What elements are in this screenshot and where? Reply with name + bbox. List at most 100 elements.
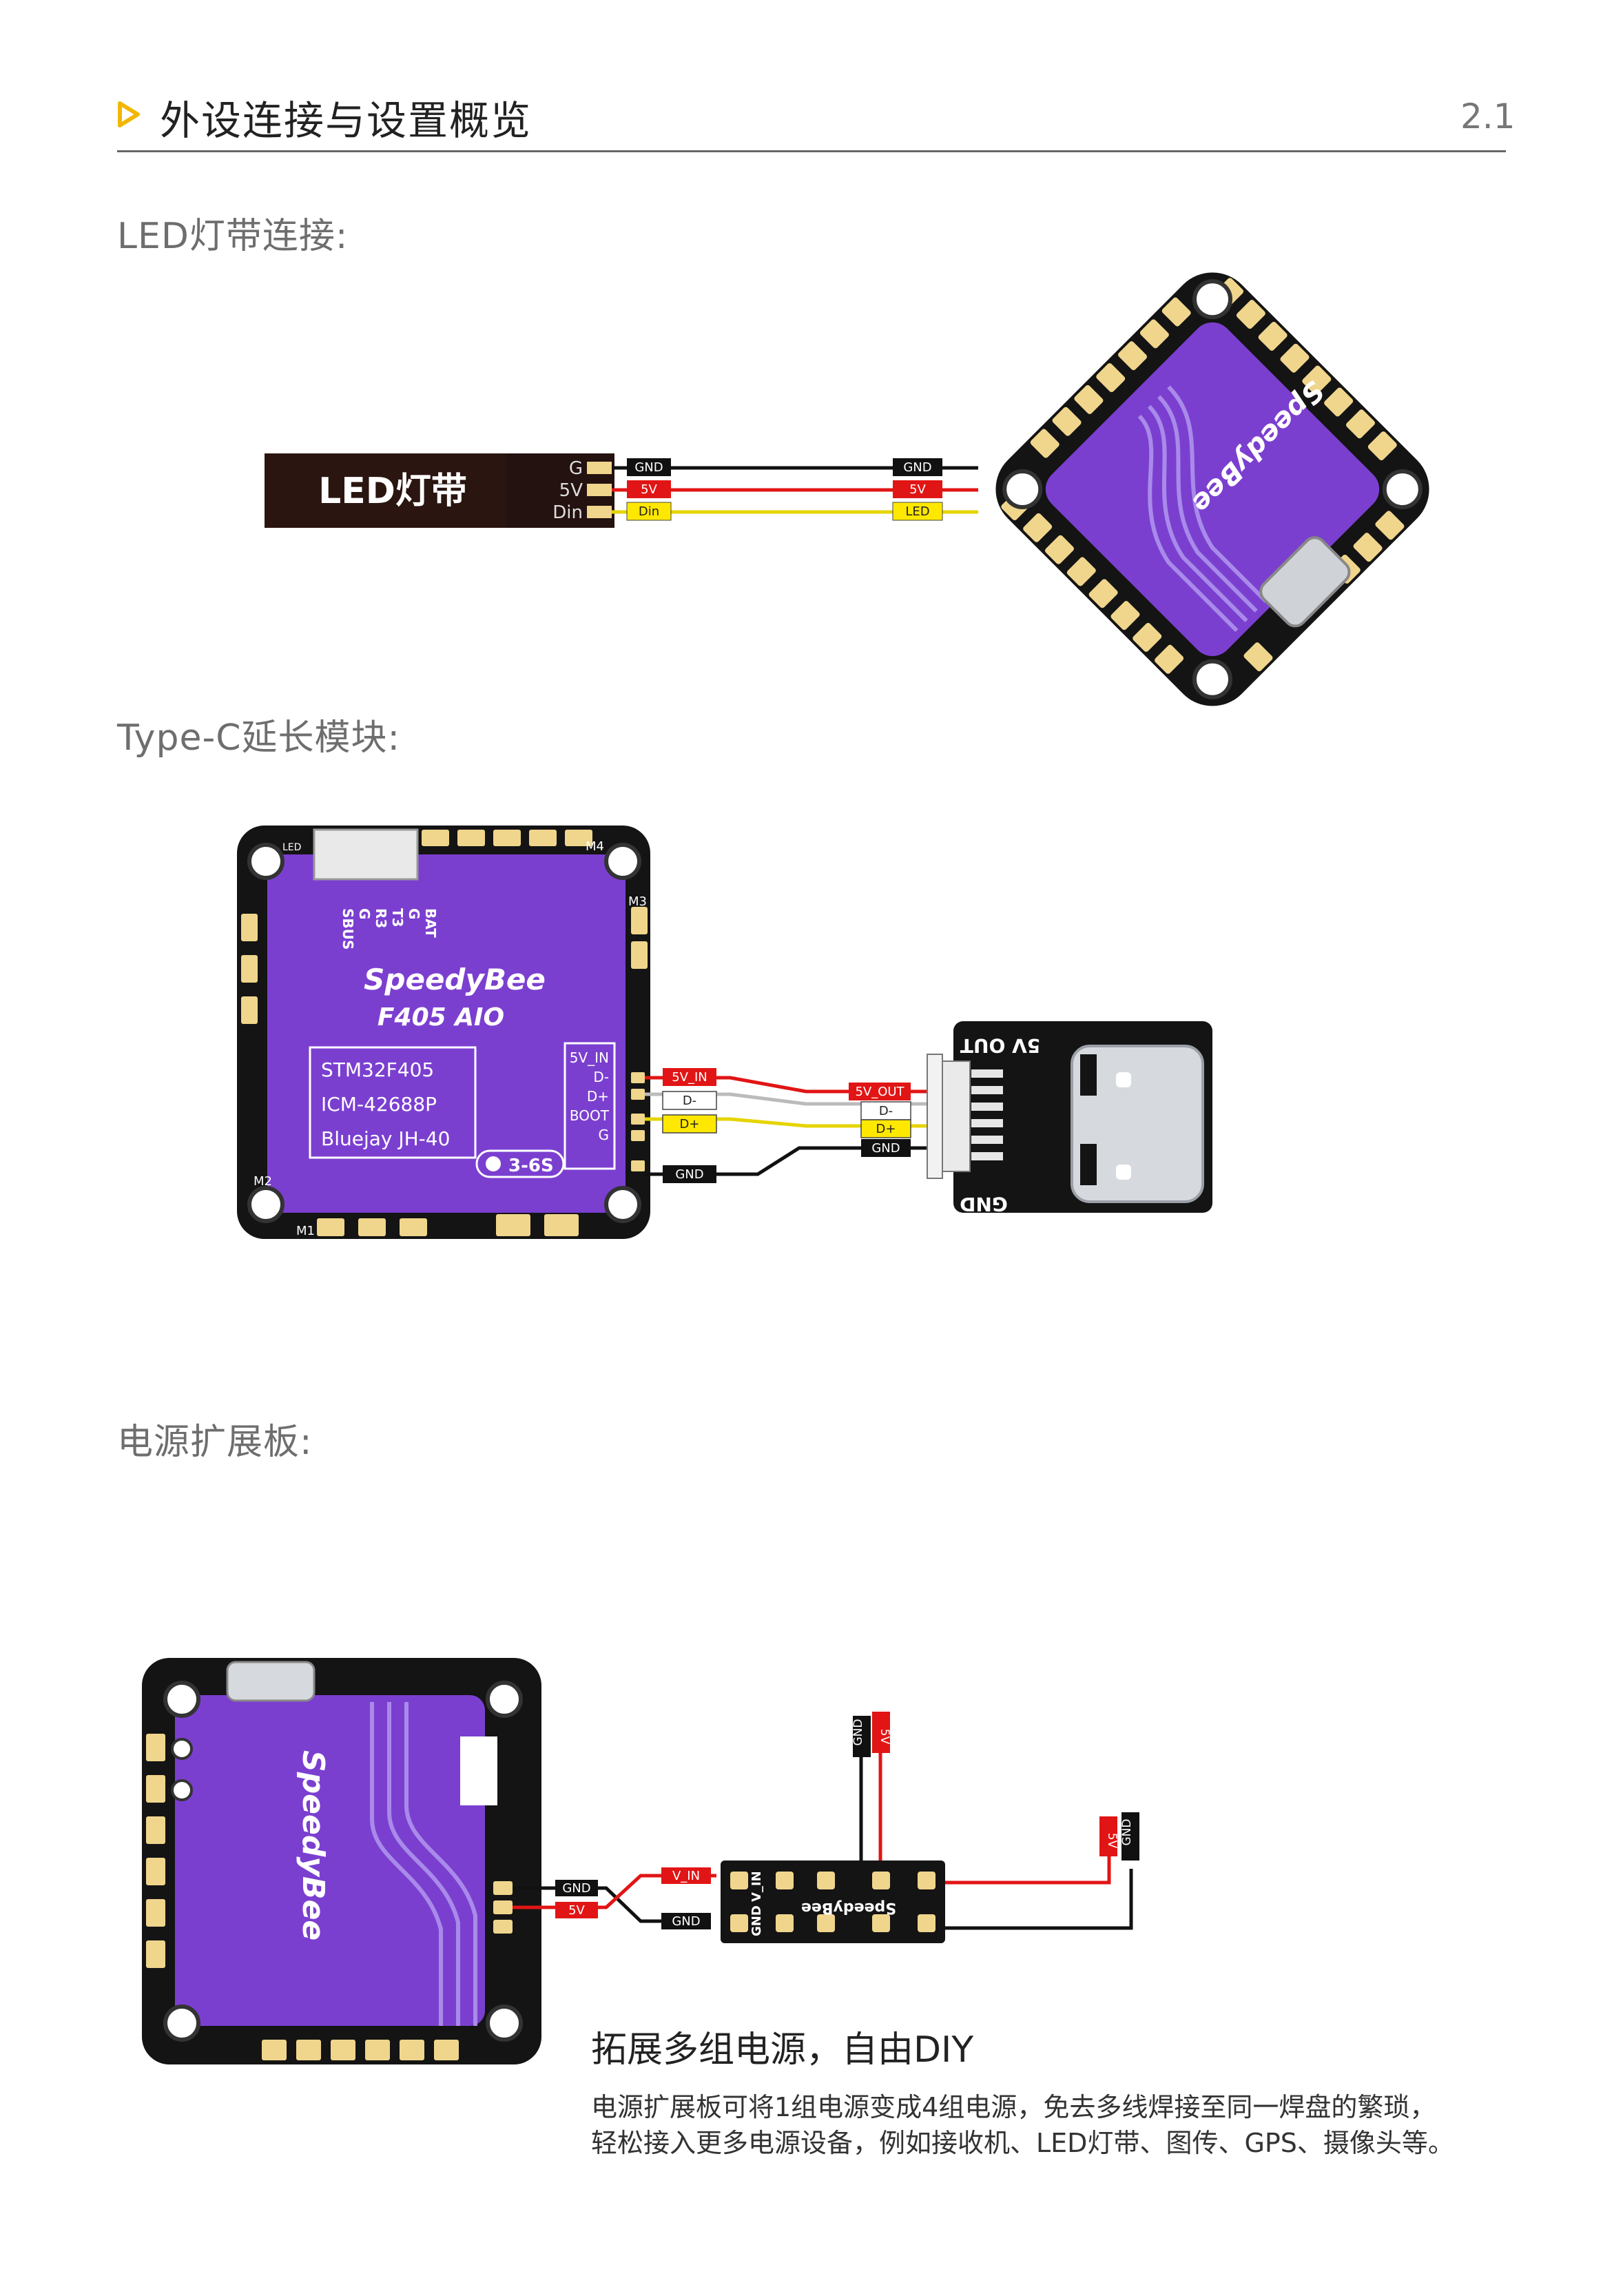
led-strip: LED灯带 G 5V Din: [265, 453, 614, 528]
svg-text:GND: GND: [1120, 1819, 1134, 1846]
board-model: F405 AIO: [378, 1003, 504, 1032]
bluetooth-antenna: [460, 1736, 497, 1805]
wire-tag-5v: 5V: [555, 1902, 598, 1918]
wire-tag-d-plus: D+: [860, 1119, 911, 1138]
board-brand: SpeedyBee: [296, 1750, 331, 1940]
caption-title: 拓展多组电源，自由DIY: [591, 2029, 974, 2071]
svg-text:V_IN: V_IN: [672, 1869, 700, 1883]
ext-board-brand: SpeedyBee: [801, 1899, 896, 1916]
svg-text:LED: LED: [905, 504, 929, 519]
board-silk-label: T3: [389, 908, 406, 927]
page-number: 2.1: [1460, 96, 1516, 136]
svg-text:GND: GND: [851, 1719, 865, 1746]
caption-line: 轻松接入更多电源设备，例如接收机、LED灯带、图传、GPS、摄像头等。: [591, 2128, 1454, 2158]
wire-tag-gnd: GND: [661, 1913, 711, 1929]
power-expansion-board: GND V_IN SpeedyBee: [721, 1861, 945, 1943]
svg-text:5V_OUT: 5V_OUT: [855, 1085, 904, 1099]
board-voltage: 3-6S: [508, 1156, 554, 1176]
flight-controller-board: LED M4 M3 M2 M1 BAT G T3 R3 G SBUS Speed…: [237, 826, 650, 1239]
section-title-power: 电源扩展板:: [117, 1422, 313, 1463]
wire-5v-right: [927, 1854, 1111, 1885]
wire-tag-5v: 5V: [872, 1712, 891, 1753]
svg-text:GND: GND: [562, 1881, 590, 1896]
wire-tag-gnd: GND: [663, 1165, 716, 1183]
header-divider: [117, 150, 1506, 152]
led-strip-pad: [587, 506, 612, 518]
wire-tag-d-minus: D-: [860, 1101, 911, 1120]
svg-text:GND: GND: [871, 1141, 900, 1156]
usb-c-port: [226, 1661, 316, 1702]
wire-tag-gnd: GND: [861, 1139, 911, 1157]
wire-tag-5v: 5V: [893, 480, 942, 498]
board-chip-imu: ICM-42688P: [321, 1093, 437, 1116]
svg-text:D-: D-: [879, 1104, 893, 1118]
plus-icon: [486, 1156, 501, 1171]
board-silk-label: BAT: [422, 908, 439, 938]
wire-tag-led: LED: [892, 502, 943, 521]
section-title-typec: Type-C延长模块:: [117, 717, 401, 759]
wire-tag-din: Din: [626, 502, 672, 521]
flight-controller-board: SpeedyBee: [995, 272, 1429, 706]
board-pad-label: G: [599, 1127, 610, 1143]
svg-text:GND: GND: [675, 1167, 703, 1182]
wire-tag-gnd: GND: [893, 458, 942, 476]
board-silk-label: G: [356, 908, 373, 919]
board-pad-label: D+: [587, 1088, 609, 1105]
board-corner-label: M2: [254, 1174, 272, 1189]
wire-tag-5v-in: 5V_IN: [663, 1068, 716, 1086]
wire-tag-d-minus: D-: [662, 1091, 717, 1110]
svg-text:5V: 5V: [878, 1729, 891, 1745]
page-title: 外设连接与设置概览: [160, 97, 533, 144]
board-corner-label: M1: [296, 1224, 315, 1238]
board-chip-mcu: STM32F405: [321, 1058, 434, 1081]
board-corner-label: LED: [282, 842, 301, 853]
led-strip-pin-din: Din: [552, 502, 583, 523]
wire-tag-v-in: V_IN: [661, 1867, 711, 1884]
wire-tag-5v-out: 5V_OUT: [849, 1083, 911, 1100]
wire-tag-gnd: GND: [627, 458, 671, 476]
header-marker-icon: [118, 101, 140, 127]
board-brand: SpeedyBee: [364, 963, 546, 996]
led-strip-label: LED灯带: [318, 471, 467, 512]
svg-text:5V: 5V: [1105, 1833, 1119, 1849]
led-strip-pad: [587, 462, 612, 474]
caption-body: 电源扩展板可将1组电源变成4组电源，免去多线焊接至同一焊盘的繁琐， 轻松接入更多…: [591, 2089, 1569, 2161]
board-silk-label: R3: [373, 908, 389, 928]
wire-gnd-right: [927, 1869, 1133, 1930]
svg-text:5V: 5V: [568, 1903, 585, 1918]
ext-board-silk: GND: [750, 1905, 764, 1936]
svg-text:Din: Din: [639, 504, 659, 519]
board-pad-label: 5V_IN: [570, 1049, 609, 1066]
board-pad-label: BOOT: [570, 1107, 610, 1124]
svg-text:5V: 5V: [641, 482, 657, 497]
wire-tag-d-plus: D+: [662, 1114, 717, 1134]
flight-controller-board: SpeedyBee: [142, 1658, 541, 2064]
board-silk-label: G: [406, 908, 422, 919]
power-diagram: SpeedyBee GND 5V V_IN GND GND 5V 5V GND …: [142, 1658, 1139, 2064]
board-chip-esc: Bluejay JH-40: [321, 1127, 450, 1150]
board-pad-label: D-: [593, 1069, 609, 1085]
svg-text:GND: GND: [672, 1914, 700, 1929]
ext-board-silk: V_IN: [750, 1871, 764, 1902]
wire-tag-5v: 5V: [627, 480, 671, 498]
led-strip-pad: [587, 484, 612, 496]
typec-module: 5V OUT GND: [942, 1021, 1212, 1216]
wire-connector: [927, 1054, 943, 1179]
svg-text:5V_IN: 5V_IN: [672, 1070, 707, 1085]
module-label-top: 5V OUT: [960, 1034, 1041, 1057]
module-label-bottom: GND: [960, 1193, 1008, 1216]
wire-tag-gnd: GND: [555, 1880, 598, 1896]
wire-tag-gnd: GND: [851, 1716, 871, 1757]
board-corner-label: M4: [586, 839, 604, 854]
svg-text:GND: GND: [634, 460, 663, 475]
led-diagram: LED灯带 G 5V Din GND 5V Din GND 5V LED Spe…: [265, 272, 1429, 706]
led-strip-pin-5v: 5V: [559, 480, 583, 501]
led-strip-pin-g: G: [569, 458, 583, 479]
board-silk-label: SBUS: [340, 908, 356, 950]
svg-text:5V: 5V: [909, 482, 926, 497]
svg-text:GND: GND: [903, 460, 931, 475]
wire-tag-gnd: GND: [1120, 1812, 1139, 1861]
section-title-led: LED灯带连接:: [117, 216, 349, 257]
wire-tag-5v: 5V: [1099, 1816, 1119, 1856]
svg-text:D-: D-: [683, 1094, 696, 1108]
